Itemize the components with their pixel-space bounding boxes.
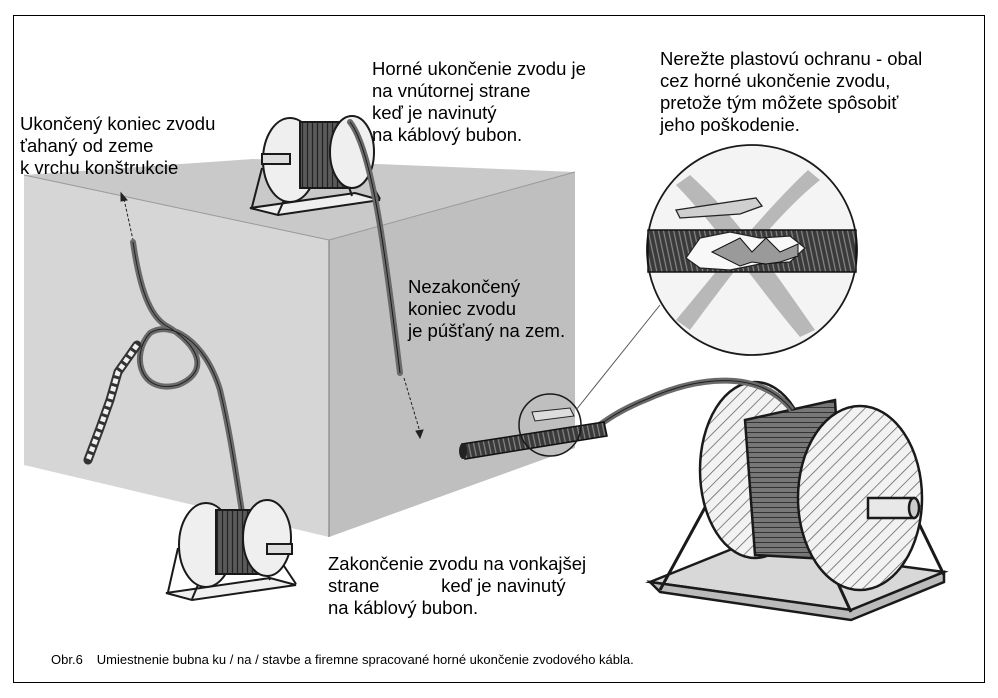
- detail-callout-large: [575, 144, 858, 411]
- detail-callout-small: [518, 393, 582, 457]
- label-warning: Nerežte plastovú ochranu - obal cez horn…: [660, 48, 923, 135]
- label-pulled-end: Ukončený koniec zvodu ťahaný od zeme k v…: [20, 113, 216, 178]
- label-top-end: Horné ukončenie zvodu je na vnútornej st…: [372, 58, 586, 145]
- bottom-cable-drum: [165, 499, 297, 602]
- arrow-up: [120, 191, 134, 241]
- figure-frame: [13, 15, 985, 683]
- knife: [675, 197, 764, 219]
- label-outer-end: Zakončenie zvodu na vonkajšej strane keď…: [328, 553, 587, 618]
- arrow-down: [403, 377, 424, 440]
- figure-caption: Obr.6 Umiestnenie bubna ku / na / stavbe …: [51, 652, 634, 667]
- pulled-cable-loop: [83, 239, 248, 533]
- building-block: [23, 159, 576, 537]
- caption-text: Umiestnenie bubna ku / na / stavbe a fir…: [96, 652, 634, 667]
- large-cable-drum: [645, 380, 949, 622]
- label-loose-end: Nezakončený koniec zvodu je púšťaný na z…: [408, 276, 566, 341]
- block-front-face: [24, 175, 329, 537]
- top-cable-drum: [249, 115, 381, 217]
- figure-number: Obr.6: [51, 652, 83, 667]
